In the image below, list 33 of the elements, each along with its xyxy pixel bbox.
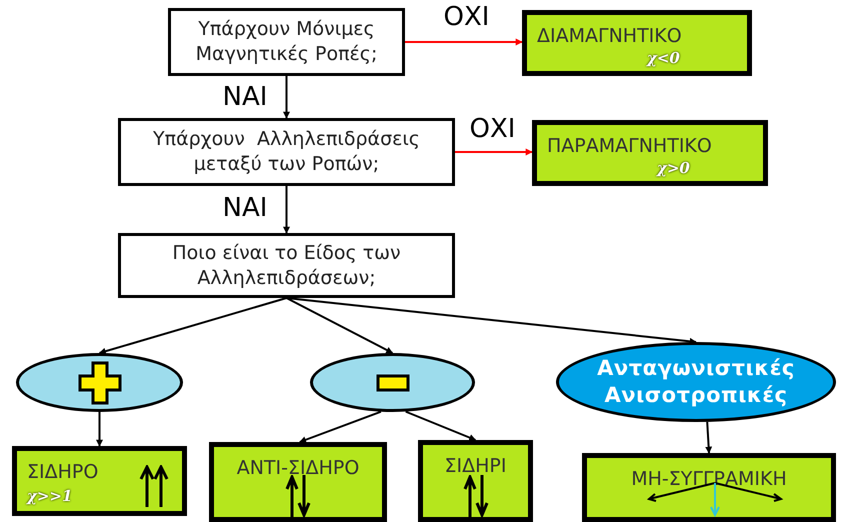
result-box [522,10,752,76]
ellipse-text: Ανταγωνιστικές Ανισοτροπικές [596,355,796,409]
arrow [286,297,697,345]
result-box [418,440,533,522]
result-box [582,453,836,522]
arrow [405,38,523,46]
result-title: ΜΗ-ΣΥΓΓΡΑΜΙΚΗ [630,468,788,490]
result-title: ΣΙΔΗΡΟ [27,461,98,483]
result-title: ΣΙΔΗΡΙ [444,455,508,477]
arrow [96,412,103,447]
arrow [405,410,476,441]
susceptibility-text: χ>0 [657,161,690,176]
result-title: ΠΑΡΑΜΑΓΝΗΤΙΚΟ [547,135,712,157]
arrow [283,186,290,234]
result-box [12,446,187,516]
result-title: ΑΝΤΙ-ΣΙΔΗΡΟ [236,457,360,479]
arrow [299,410,382,444]
result-box [532,120,768,186]
arrow [455,148,533,156]
question-text: Ποιο είναι το Είδος των Αλληλεπιδράσεων; [171,240,402,290]
question-box [168,8,405,76]
question-text: Υπάρχουν Αλληλεπιδράσεις μεταξύ των Ροπών; [152,127,421,177]
result-title: ΔΙΑΜΑΓΝΗΤΙΚΟ [537,25,682,47]
question-box [118,118,455,186]
susceptibility-text: χ<0 [647,51,680,66]
arrow [286,297,394,354]
arrow [98,297,287,355]
result-box [209,442,387,522]
question-box [118,233,455,298]
arrow [283,76,290,119]
question-text: Υπάρχουν Μόνιμες Μαγνητικές Ροπές; [194,17,378,67]
susceptibility-text: χ>>1 [27,489,72,504]
arrow [705,422,712,454]
